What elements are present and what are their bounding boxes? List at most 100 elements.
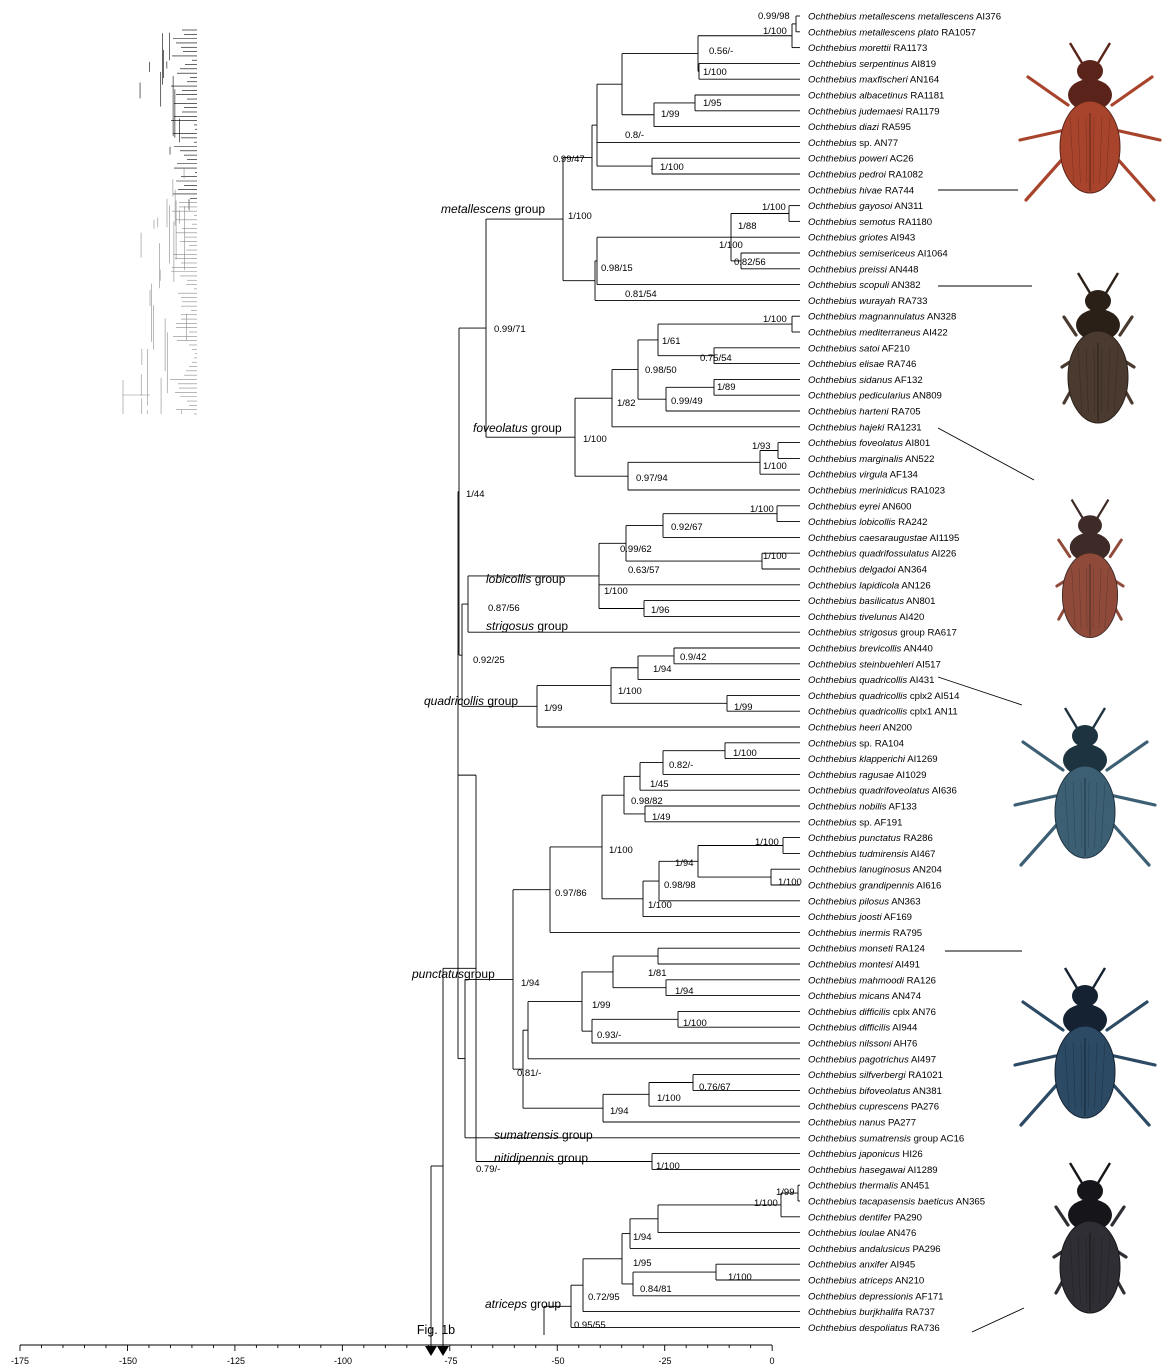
beetle-leg (1120, 317, 1132, 335)
node-support-label: 0.79/- (476, 1164, 500, 1175)
tip-voucher: cplx1 AN11 (910, 707, 958, 718)
tip-genus: Ochthebius (808, 501, 857, 512)
tip-label: Ochthebius poweri AC26 (808, 154, 914, 165)
beetle-leg (1021, 1080, 1061, 1125)
tip-label: Ochthebius quadrifoveolatus AI636 (808, 786, 957, 797)
tip-label: Ochthebius merinidicus RA1023 (808, 486, 945, 497)
tip-voucher: group RA617 (900, 628, 957, 639)
tip-label: Ochthebius inermis RA795 (808, 928, 922, 939)
tip-genus: Ochthebius (808, 675, 857, 686)
tip-genus: Ochthebius (808, 912, 857, 923)
tip-label: Ochthebius gayosoi AN311 (808, 201, 923, 212)
tip-label: Ochthebius sp. AN77 (808, 138, 898, 149)
beetle-antenna (1093, 708, 1105, 728)
tip-genus: Ochthebius (808, 596, 857, 607)
arrow-head-right (437, 1346, 449, 1356)
tip-voucher: RA1179 (906, 106, 940, 117)
tip-genus: Ochthebius (808, 375, 857, 386)
tip-voucher: AN448 (889, 264, 918, 275)
tip-voucher: AN200 (883, 723, 912, 734)
beetle-leg (1028, 77, 1068, 105)
beetle-reddish-icon (1020, 43, 1160, 200)
beetle-antenna (1072, 500, 1083, 518)
tip-label: Ochthebius ragusae AI1029 (808, 770, 926, 781)
node-support-label: 1/100 (733, 748, 757, 759)
node-support-label: 0.97/94 (636, 473, 668, 484)
tip-genus: Ochthebius (808, 312, 857, 323)
tip-voucher: RA1231 (887, 422, 922, 433)
node-support-label: 0.99/71 (494, 324, 526, 335)
tip-label: Ochthebius scopuli AN382 (808, 280, 921, 291)
node-support-label: 1/94 (653, 664, 672, 675)
tip-voucher: AI491 (895, 960, 920, 971)
tip-label: Ochthebius nanus PA277 (808, 1118, 916, 1129)
tip-genus: Ochthebius (808, 438, 857, 449)
tip-epithet: lobicollis (859, 517, 895, 528)
tip-epithet: punctatus (858, 833, 901, 844)
tip-genus: Ochthebius (808, 470, 857, 481)
beetle-black-icon (1054, 1163, 1126, 1313)
tip-label: Ochthebius eyrei AN600 (808, 501, 911, 512)
tip-voucher: RA705 (891, 407, 920, 418)
tip-genus: Ochthebius (808, 991, 857, 1002)
tip-epithet: thermalis (859, 1181, 898, 1192)
group-suffix: group (528, 421, 562, 435)
tip-voucher: RA744 (885, 185, 915, 196)
tip-epithet: scopuli (859, 280, 890, 291)
axis-tick-label: -25 (658, 1356, 671, 1366)
beetle-leg (1056, 1207, 1068, 1225)
tip-voucher: AI944 (892, 1023, 918, 1034)
beetle-antenna (1065, 968, 1077, 988)
node-support-label: 1/100 (568, 211, 592, 222)
beetle-red-black-icon (1057, 500, 1123, 638)
tip-voucher: AN381 (913, 1086, 942, 1097)
group-name: foveolatus (473, 421, 528, 435)
tip-label: Ochthebius sp. RA104 (808, 738, 905, 749)
node-support-label: 0.98/82 (631, 796, 663, 807)
tip-voucher: AI431 (909, 675, 934, 686)
node-support-label: 1/100 (755, 837, 779, 848)
tip-epithet: japonicus (857, 1149, 900, 1160)
node-support-label: 0.99/49 (671, 396, 703, 407)
tip-genus: Ochthebius (808, 944, 857, 955)
node-support-label: 1/99 (776, 1187, 795, 1198)
beetle-leg (1109, 1080, 1149, 1125)
tip-genus: Ochthebius (808, 1133, 857, 1144)
photo-connector (938, 428, 1034, 480)
tip-voucher: RA1181 (910, 91, 944, 102)
beetle-leg (1023, 742, 1063, 770)
tip-voucher: AN126 (901, 580, 930, 591)
tip-label: Ochthebius steinbuehleri AI517 (808, 659, 941, 670)
tip-label: Ochthebius sumatrensis group AC16 (808, 1133, 964, 1144)
node-support-label: 1/100 (728, 1272, 752, 1283)
tip-label: Ochthebius pilosus AN363 (808, 896, 921, 907)
tip-voucher: AI497 (911, 1054, 936, 1065)
tip-label: Ochthebius basilicatus AN801 (808, 596, 935, 607)
tip-epithet: griotes (859, 233, 888, 244)
tip-voucher: cplx2 AI514 (910, 691, 960, 702)
tip-label: Ochthebius magnannulatus AN328 (808, 312, 956, 323)
tip-label: Ochthebius griotes AI943 (808, 233, 915, 244)
tip-voucher: AN204 (913, 865, 943, 876)
tip-voucher: AI420 (899, 612, 924, 623)
tip-voucher: AI1029 (896, 770, 926, 781)
group-label: punctatusgroup (411, 967, 495, 981)
tip-voucher: AI945 (890, 1260, 915, 1271)
tip-voucher: RA795 (893, 928, 922, 939)
beetle-leg (1110, 1055, 1155, 1065)
node-support-label: 1/100 (763, 26, 787, 37)
axis-tick-label: -125 (227, 1356, 245, 1366)
tip-epithet: merinidicus (859, 486, 908, 497)
group-name: nitidipennis (494, 1151, 554, 1165)
tip-voucher: AF191 (874, 817, 902, 828)
beetle-leg (1064, 317, 1076, 335)
tip-epithet: loulae (859, 1228, 885, 1239)
tip-genus: Ochthebius (808, 1165, 857, 1176)
tip-genus: Ochthebius (808, 1197, 857, 1208)
tip-genus: Ochthebius (808, 612, 857, 623)
tip-genus: Ochthebius (808, 138, 857, 149)
tip-voucher: AF134 (890, 470, 919, 481)
tip-epithet: semotus (859, 217, 895, 228)
tip-voucher: RA737 (906, 1307, 935, 1318)
tip-epithet: eyrei (859, 501, 881, 512)
